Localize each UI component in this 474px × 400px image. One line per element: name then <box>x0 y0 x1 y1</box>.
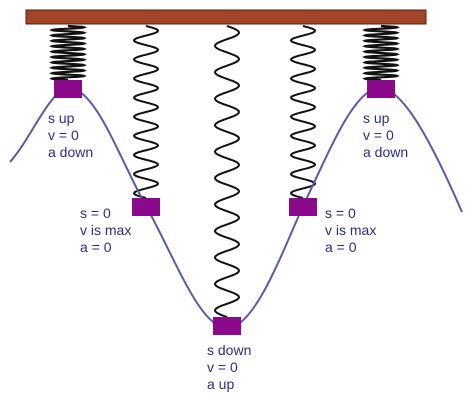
displacement-wave <box>9 86 463 330</box>
label-line: v is max <box>80 222 131 238</box>
label-line: s up <box>363 110 390 126</box>
spring-top-left <box>49 24 87 82</box>
label-line: a down <box>48 144 93 160</box>
mass-top-right <box>367 80 395 98</box>
spring-top-right <box>362 24 400 82</box>
label-line: v = 0 <box>48 127 79 143</box>
label-line: v = 0 <box>363 127 394 143</box>
label-line: s = 0 <box>325 205 356 221</box>
label-line: a down <box>363 144 408 160</box>
mass-top-left <box>54 80 82 98</box>
spring-mid-left <box>132 25 160 199</box>
spring-mid-right <box>289 25 317 199</box>
masses-group <box>54 80 395 335</box>
label-line: a = 0 <box>80 239 112 255</box>
label-line: s up <box>48 110 75 126</box>
springs-group <box>49 24 400 318</box>
ceiling-bar <box>25 9 427 25</box>
label-line: v is max <box>325 222 376 238</box>
label-line: a = 0 <box>325 239 357 255</box>
label-line: a up <box>207 376 234 392</box>
label-line: s down <box>207 342 251 358</box>
mass-mid-right <box>289 198 317 216</box>
mass-mid-left <box>132 198 160 216</box>
label-line: s = 0 <box>80 205 111 221</box>
spring-bottom <box>213 25 241 318</box>
mass-bottom <box>213 317 241 335</box>
label-line: v = 0 <box>207 359 238 375</box>
